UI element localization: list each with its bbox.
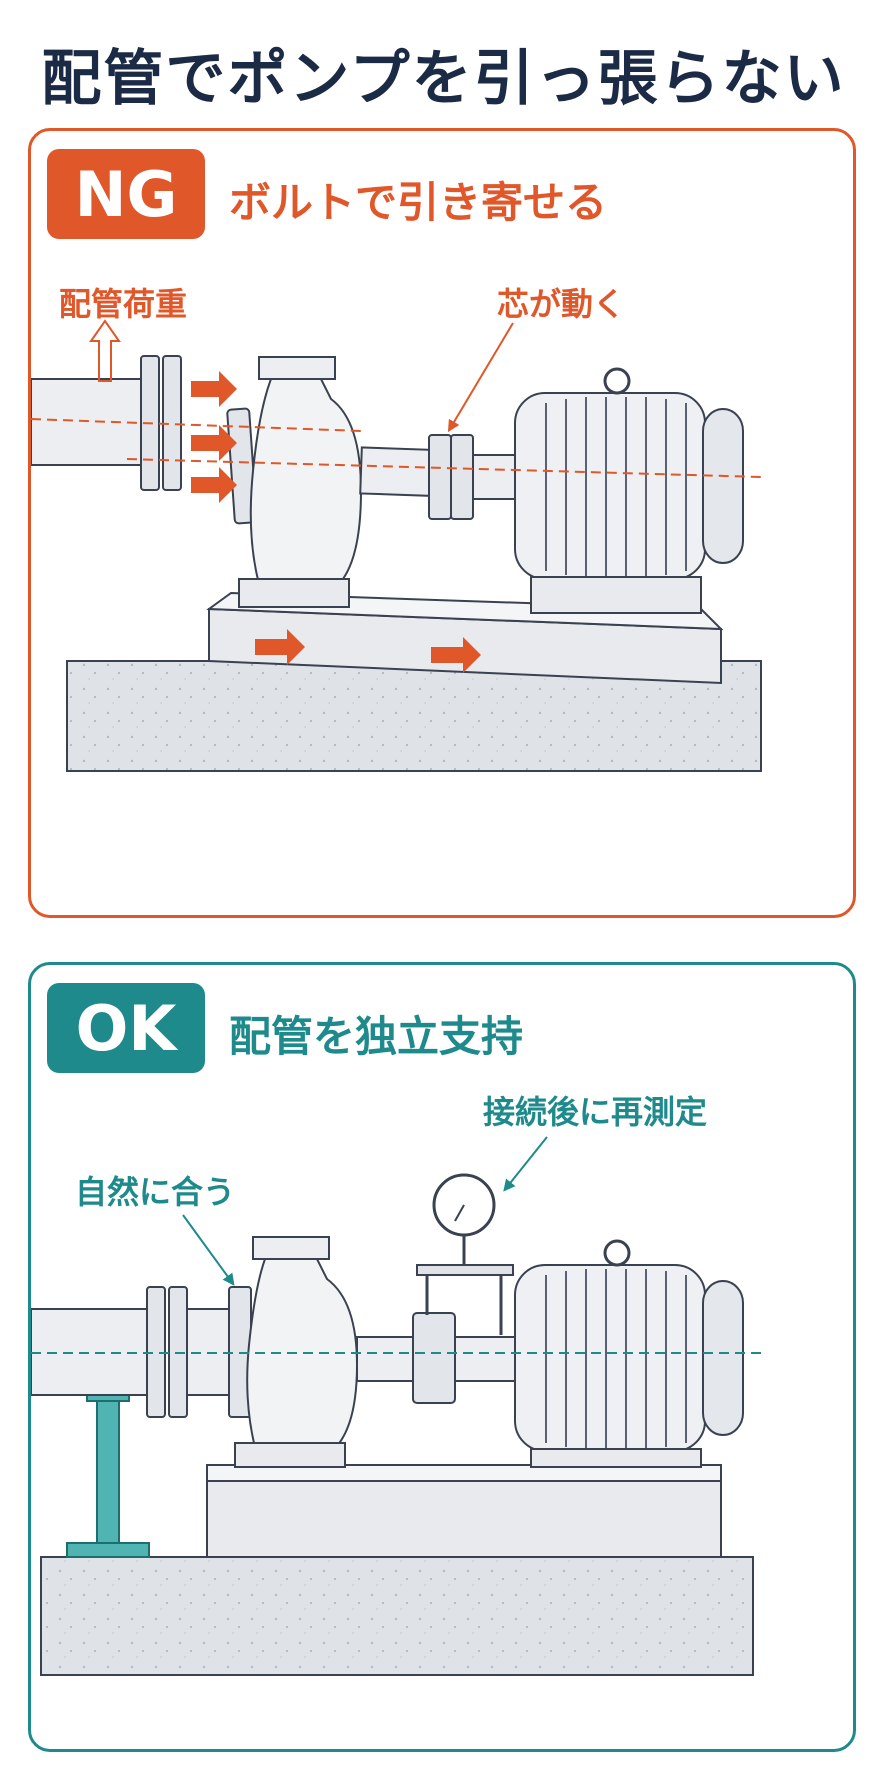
ng-heading: ボルトで引き寄せる — [229, 178, 608, 227]
motor — [514, 1264, 706, 1452]
ok-panel: OK 配管を独立支持 接続後に再測定 自然に合う — [28, 962, 856, 1752]
baseplate — [206, 1480, 722, 1558]
misalign-label: 芯が動く — [497, 285, 626, 323]
ok-heading: 配管を独立支持 — [229, 1012, 524, 1061]
ng-pump-illustration — [31, 319, 762, 772]
pipe-load-label: 配管荷重 — [59, 285, 188, 323]
ng-badge: NG — [47, 149, 205, 239]
ok-pump-illustration — [31, 1136, 761, 1676]
concrete-foundation — [66, 660, 762, 772]
ng-panel: NG ボルトで引き寄せる 配管荷重 芯が動く — [28, 128, 856, 918]
ok-badge: OK — [47, 983, 205, 1073]
concrete-foundation — [40, 1556, 754, 1676]
pipe-support — [96, 1396, 120, 1550]
motor — [514, 392, 706, 580]
fit-label: 自然に合う — [75, 1173, 236, 1211]
measure-label: 接続後に再測定 — [483, 1093, 708, 1131]
page-title: 配管でポンプを引っ張らない — [41, 44, 846, 114]
